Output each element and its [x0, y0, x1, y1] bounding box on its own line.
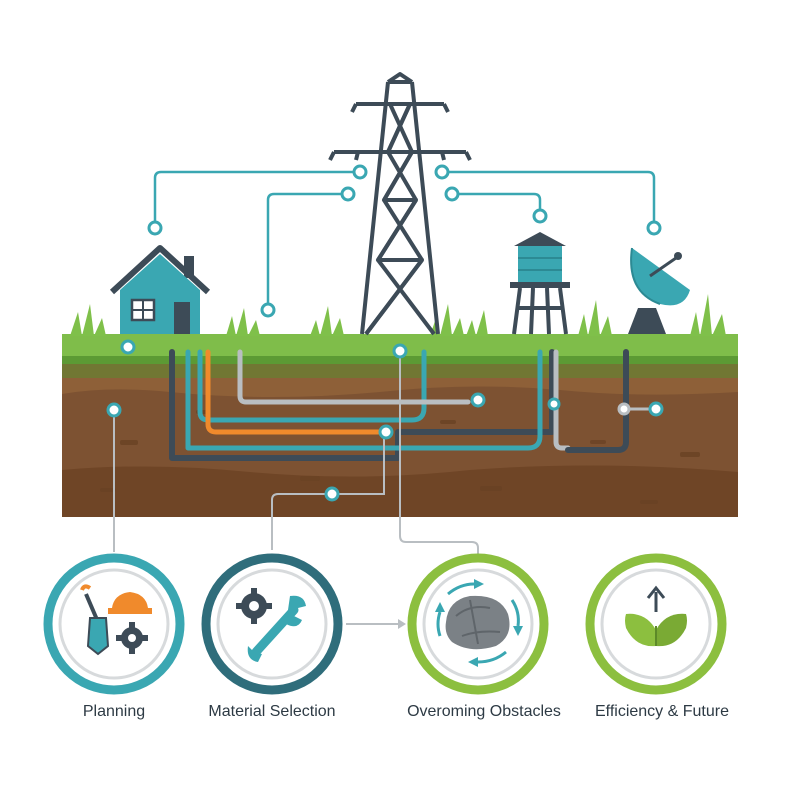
house-icon	[109, 245, 211, 334]
pipe-orange	[205, 349, 389, 435]
underground-pipes	[169, 349, 652, 461]
connector-to-obstacles	[399, 352, 479, 558]
stage-connectors	[113, 352, 479, 629]
node-water-tower	[532, 208, 548, 224]
power-tower-icon	[328, 72, 472, 336]
node-house	[147, 220, 163, 236]
water-tower-icon	[510, 232, 570, 335]
pipe-gray-right	[553, 349, 571, 451]
connector-house	[153, 170, 356, 228]
connector-right-dish	[444, 170, 656, 228]
pipe-gray	[237, 349, 471, 405]
soil-specks	[100, 410, 700, 504]
satellite-dish-icon	[628, 247, 690, 334]
stage-label-planning: Planning	[82, 703, 146, 720]
pipe-teal-inner	[197, 349, 427, 423]
node-soil-left	[106, 402, 122, 418]
arrow-head	[398, 619, 406, 629]
node-ground-center	[392, 343, 408, 359]
stage-label-material-selection: Material Selection	[208, 703, 336, 720]
wrench-gear-icon	[236, 588, 306, 662]
pipe-dark-outer	[169, 349, 555, 461]
grass-tufts	[70, 294, 726, 336]
sprout-arrow-icon	[625, 585, 687, 647]
node-tower-left-1	[352, 164, 368, 180]
connector-left-ground	[266, 192, 348, 310]
stage-label-overcoming-obstacles: Overoming Obstacles	[407, 703, 561, 720]
node-ground-left	[120, 339, 136, 355]
node-pipe-gray-end	[470, 392, 486, 408]
stage-efficiency-future	[585, 553, 727, 695]
boulder-cycle-icon	[435, 579, 523, 667]
pipe-teal-outer	[185, 349, 543, 451]
planning-tools-icon	[80, 584, 152, 656]
connector-to-material	[271, 432, 385, 550]
node-pipe-orange	[378, 424, 394, 440]
node-soil-lower	[324, 486, 340, 502]
node-soil-right	[648, 401, 664, 417]
stage-label-efficiency-future: Efficiency & Future	[595, 703, 729, 720]
node-water-left	[547, 397, 561, 411]
node-gray-junction	[617, 402, 631, 416]
node-tower-left-2	[340, 186, 356, 202]
node-left-ground	[260, 302, 276, 318]
node-dish	[646, 220, 662, 236]
pipe-dark-right	[565, 349, 629, 453]
stage-overcoming-obstacles	[407, 553, 549, 695]
stage-planning	[43, 553, 185, 695]
connector-water-tower	[452, 192, 542, 214]
stage-material-selection	[201, 553, 343, 695]
connection-nodes	[106, 164, 664, 502]
surface-connectors	[153, 170, 656, 310]
node-tower-right-1	[434, 164, 450, 180]
node-tower-right-2	[444, 186, 460, 202]
